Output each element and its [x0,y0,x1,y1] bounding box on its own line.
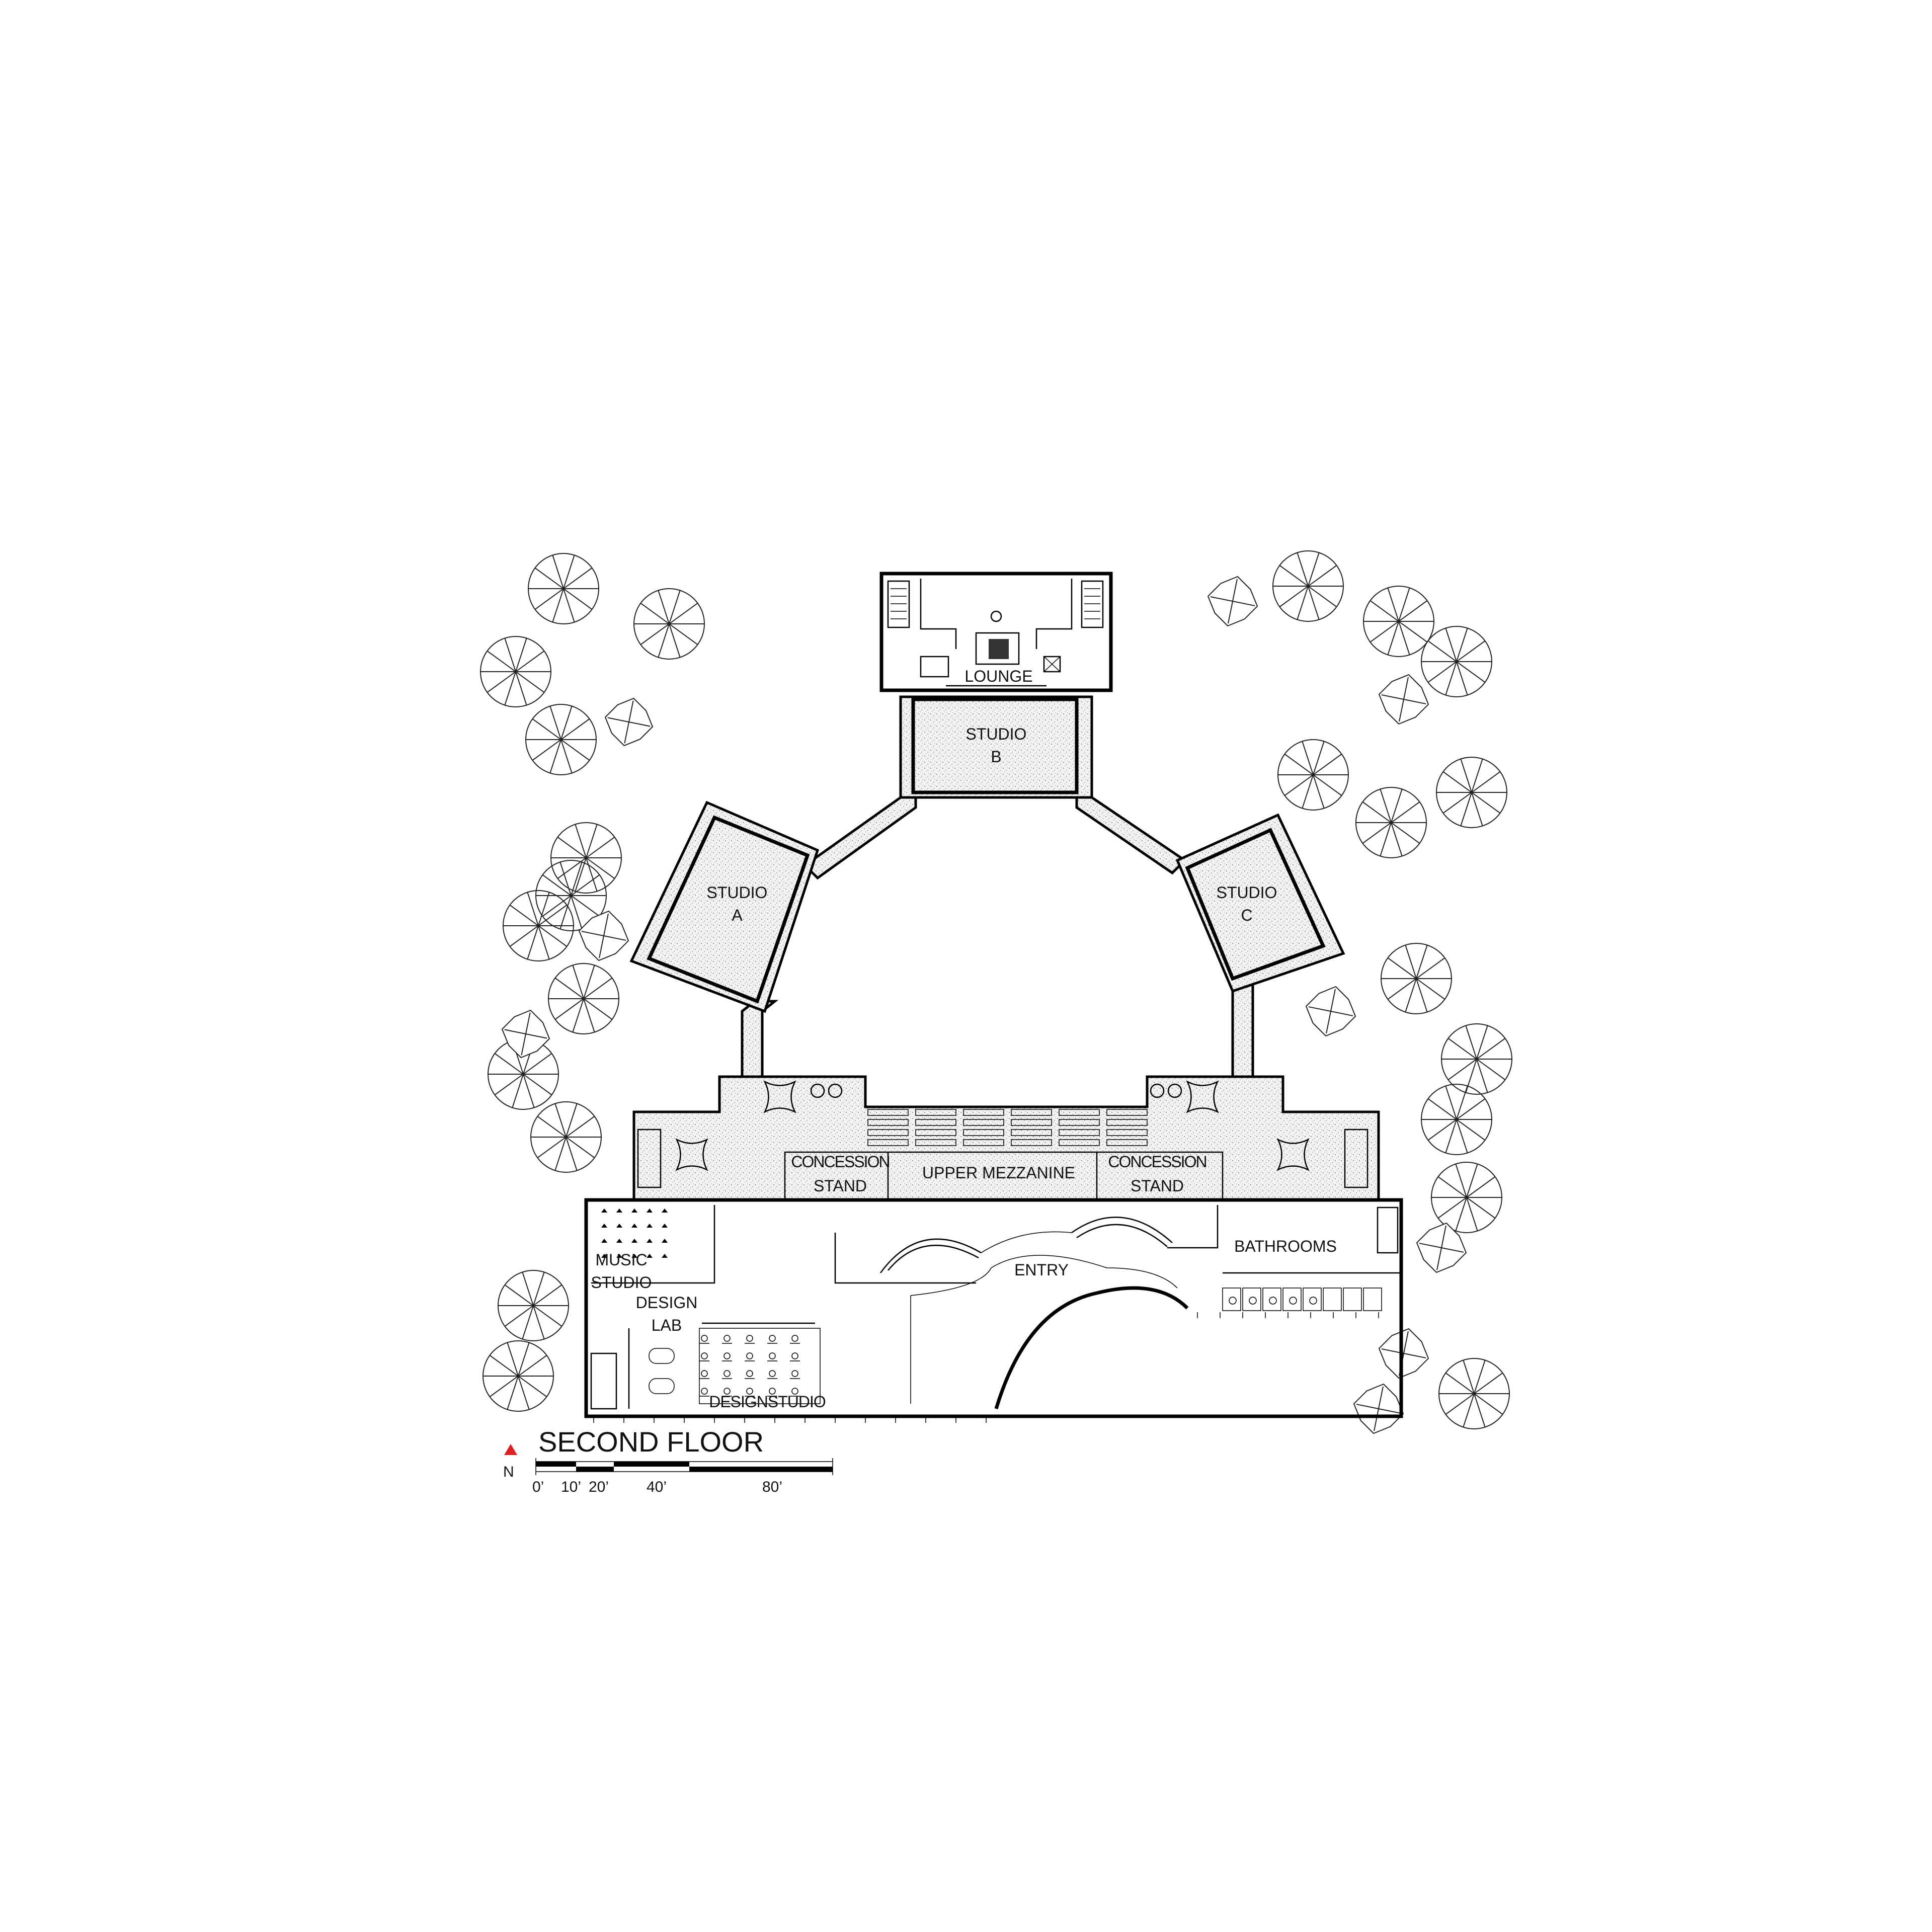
design-studio-label: DESIGNSTUDIO [709,1393,826,1411]
shrub-icon [501,1009,550,1059]
concession-right-label-2: STAND [1131,1177,1184,1195]
music-studio-label: MUSIC [595,1251,647,1269]
studio-c [1175,813,1345,993]
corridor-top-left [803,700,917,880]
tree-icon [1431,1162,1502,1233]
shrub-icon [1416,1222,1467,1273]
tree-icon [1421,1084,1492,1155]
north-arrow-icon [504,1444,517,1455]
tree-icon [482,1340,554,1412]
bathrooms-label: BATHROOMS [1234,1237,1337,1255]
tree-icon [550,822,622,894]
tree-icon [1381,943,1452,1014]
studio-a [629,800,820,1013]
tree-icon [535,860,607,931]
room-labels: LOUNGE STUDIO B STUDIO A STUDIO C CONCES… [591,667,1337,1411]
tree-icon [498,1270,569,1341]
corridor-left-arm [741,1000,779,1088]
bathroom-stalls [1222,1287,1382,1311]
scale-tick-0: 0’ [532,1479,544,1495]
concession-right-label: CONCESSION [1108,1153,1206,1171]
studio-b-label: STUDIO [966,725,1027,743]
shrub-icon [604,697,654,747]
tree-icon [525,704,597,775]
lounge-label: LOUNGE [964,667,1032,685]
shrub-icon [1378,1328,1429,1379]
tree-icon [1438,1358,1510,1429]
north-label: N [503,1464,514,1480]
tree-icon [1277,739,1349,811]
mezzanine-seating [867,1109,1148,1146]
scale-tick-80: 80’ [762,1479,782,1495]
design-lab-label: DESIGN [636,1294,698,1312]
shrub-icon [1353,1383,1404,1434]
site-trees [480,550,1512,1434]
studio-a-label: STUDIO [707,883,768,902]
mezzanine-band [632,1075,1380,1201]
design-studio-desks [649,1328,821,1404]
studio-c-label: STUDIO [1217,883,1277,902]
lounge-block [879,572,1113,692]
upper-mezzanine-label: UPPER MEZZANINE [922,1164,1075,1182]
tree-icon [503,890,574,961]
tree-icon [548,963,619,1034]
scale-bar: 0’ 10’ 20’ 40’ 80’ [532,1458,833,1495]
studio-b-letter: B [991,748,1001,766]
tree-icon [1441,1023,1512,1095]
music-studio-seating [601,1209,668,1258]
studio-c-letter: C [1241,906,1252,924]
scale-tick-20: 20’ [589,1479,609,1495]
tree-icon [528,553,599,624]
tree-icon [1355,787,1427,858]
shrub-icon [1207,576,1258,627]
scale-tick-40: 40’ [647,1479,667,1495]
tree-icon [1421,626,1492,697]
plan-title: SECOND FLOOR [538,1426,764,1458]
concession-left-label-2: STAND [814,1177,867,1195]
concession-left-label: CONCESSION [791,1153,889,1171]
design-lab-label-2: LAB [652,1316,682,1334]
studio-a-letter: A [732,906,743,924]
main-block [584,1109,1403,1423]
tree-icon [530,1101,602,1173]
tree-icon [1436,757,1507,828]
studio-b [899,695,1093,799]
shrub-icon [578,910,629,961]
corridor-skylights [675,1080,1310,1171]
shrub-icon [1305,986,1356,1037]
tree-icon [1272,550,1344,622]
corridor-right-arm [1231,980,1254,1088]
tree-icon [633,588,705,660]
tree-icon [488,1038,559,1110]
column-ticks [593,1312,1402,1423]
tree-icon [480,636,551,707]
plan-legend: SECOND FLOOR N 0’ 10’ 20’ 40’ 80’ [503,1426,833,1495]
tree-icon [1363,586,1434,657]
shrub-icon [1378,674,1429,725]
music-studio-label-2: STUDIO [591,1273,652,1292]
entry-label: ENTRY [1014,1261,1069,1279]
scale-tick-10: 10’ [561,1479,581,1495]
